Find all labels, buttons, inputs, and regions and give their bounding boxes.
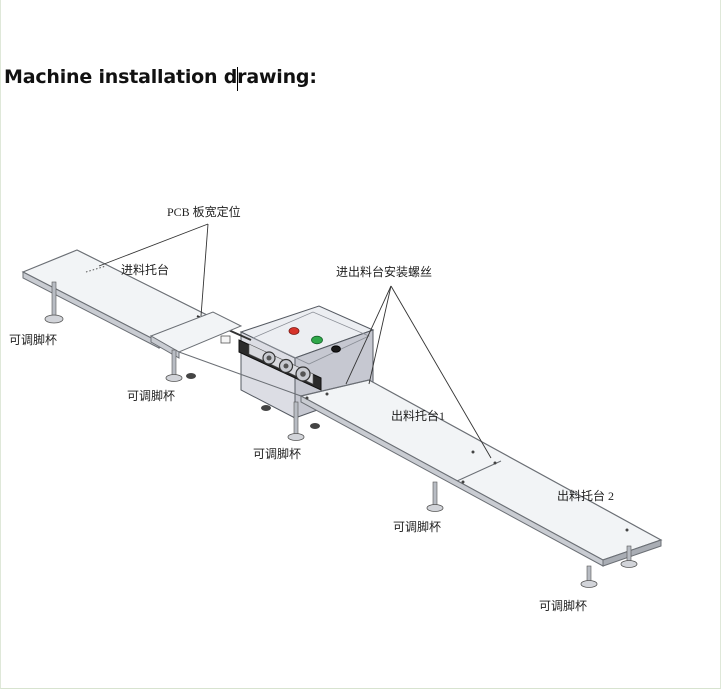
label-infeed-table: 进料托台	[121, 262, 169, 277]
foot-cup-5	[580, 565, 598, 588]
foot-cup-1	[44, 281, 64, 324]
page-heading: Machine installation drawing:	[4, 66, 317, 88]
label-foot-cup-3: 可调脚杯	[253, 446, 301, 461]
foot-cup-3	[287, 401, 305, 441]
label-outfeed-table-2: 出料托台 2	[557, 488, 614, 503]
foot-cups	[44, 281, 638, 588]
label-table-mount-screws: 进出料台安装螺丝	[336, 264, 432, 279]
foot-cup-6	[620, 545, 638, 568]
foot-cup-2	[165, 349, 183, 382]
label-foot-cup-2: 可调脚杯	[127, 388, 175, 403]
label-foot-cup-5: 可调脚杯	[539, 598, 587, 613]
machine-installation-figure: PCB 板宽定位 进料托台 进出料台安装螺丝 出料托台1 出料托台 2 可调脚杯…	[9, 204, 663, 613]
label-pcb-width-positioning: PCB 板宽定位	[167, 204, 241, 219]
text-cursor	[237, 67, 238, 91]
foot-cup-4	[426, 481, 444, 512]
leader-lines	[98, 223, 492, 459]
label-outfeed-table-1: 出料托台1	[391, 408, 445, 423]
label-foot-cup-1: 可调脚杯	[9, 332, 57, 347]
machine-body	[196, 305, 375, 419]
label-foot-cup-4: 可调脚杯	[393, 519, 441, 534]
